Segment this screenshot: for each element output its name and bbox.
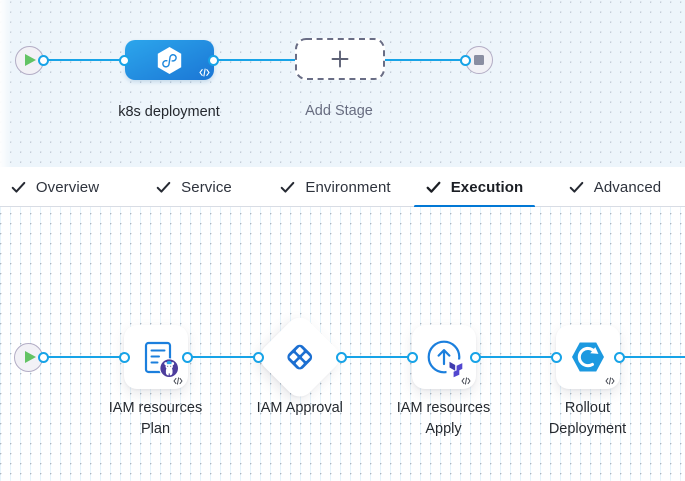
port-plan-out[interactable] [182,351,193,363]
port-apply-out[interactable] [470,351,481,363]
terraform-apply-icon [427,340,464,377]
step-yaml-code-icon[interactable] [604,376,615,385]
stop-icon [474,55,484,65]
tab-label: Advanced [593,178,662,196]
check-icon [569,181,584,194]
tab-label: Service [181,178,232,196]
check-icon [11,181,26,194]
step-iam-resources-plan[interactable] [123,324,188,389]
add-stage-label[interactable]: Add Stage [305,103,373,119]
step-rollout-deployment[interactable] [555,324,620,389]
step-yaml-code-icon[interactable] [460,376,471,385]
step-label-plan[interactable]: IAM resources Plan [108,400,203,437]
port-rollout-out[interactable] [614,351,625,363]
check-icon [426,181,441,194]
step-iam-approval[interactable] [254,311,345,402]
edge-plan-to-approval [187,356,259,358]
tab-label: Environment [305,178,391,196]
stage-yaml-code-icon[interactable] [198,68,210,77]
step-label-approval[interactable]: IAM Approval [256,400,343,416]
tab-label: Overview [35,178,100,196]
edge-start-to-stage [43,59,125,61]
edge-approval-to-apply [341,356,412,358]
tab-service[interactable]: Service [142,167,246,207]
tab-environment[interactable]: Environment [267,167,404,207]
edge-stage-to-addstage [213,59,295,61]
plan-bear-badge [158,357,179,378]
cd-stage-icon [157,46,181,74]
port-end-in[interactable] [460,54,471,66]
play-icon [25,54,36,66]
step-iam-resources-apply[interactable] [411,324,476,389]
stage-graph-canvas[interactable]: k8s deployment Add Stage [0,0,685,167]
port-approval-in[interactable] [253,351,264,363]
add-stage-dashed-border [294,38,385,80]
port-exec-start-out[interactable] [37,351,49,363]
tab-overview[interactable]: Overview [0,167,112,207]
edge-start-to-plan [43,356,124,358]
step-yaml-code-icon[interactable] [172,376,183,385]
edge-rollout-out [619,356,685,358]
tab-label: Execution [450,178,524,196]
play-icon [24,351,36,363]
check-icon [156,181,171,194]
port-plan-in[interactable] [118,351,130,363]
port-stage-in[interactable] [119,54,130,66]
canvas-left-fade [0,0,12,167]
approval-icon [285,342,315,372]
edge-apply-to-rollout [475,356,556,358]
port-rollout-in[interactable] [550,351,562,363]
stage-node-k8s-deployment[interactable] [124,40,214,80]
active-tab-underline [414,205,535,208]
port-approval-out[interactable] [335,351,347,363]
edge-addstage-to-end [384,59,466,61]
port-stage-out[interactable] [208,54,219,66]
k8s-rollout-icon [571,342,604,371]
terraform-plan-icon [144,341,179,378]
port-start-out[interactable] [38,54,49,66]
add-stage-button[interactable] [294,38,385,80]
plus-icon [331,50,348,68]
stage-config-tabbar: Overview Service Environment Execution [0,167,685,208]
port-apply-in[interactable] [406,351,418,363]
step-label-apply[interactable]: IAM resources Apply [396,400,491,437]
stage-label[interactable]: k8s deployment [118,104,220,120]
terraform-logo [446,359,464,377]
tab-advanced[interactable]: Advanced [555,167,675,207]
check-icon [280,181,295,194]
tab-execution[interactable]: Execution [414,167,535,208]
step-label-rollout[interactable]: Rollout Deployment [548,400,627,437]
